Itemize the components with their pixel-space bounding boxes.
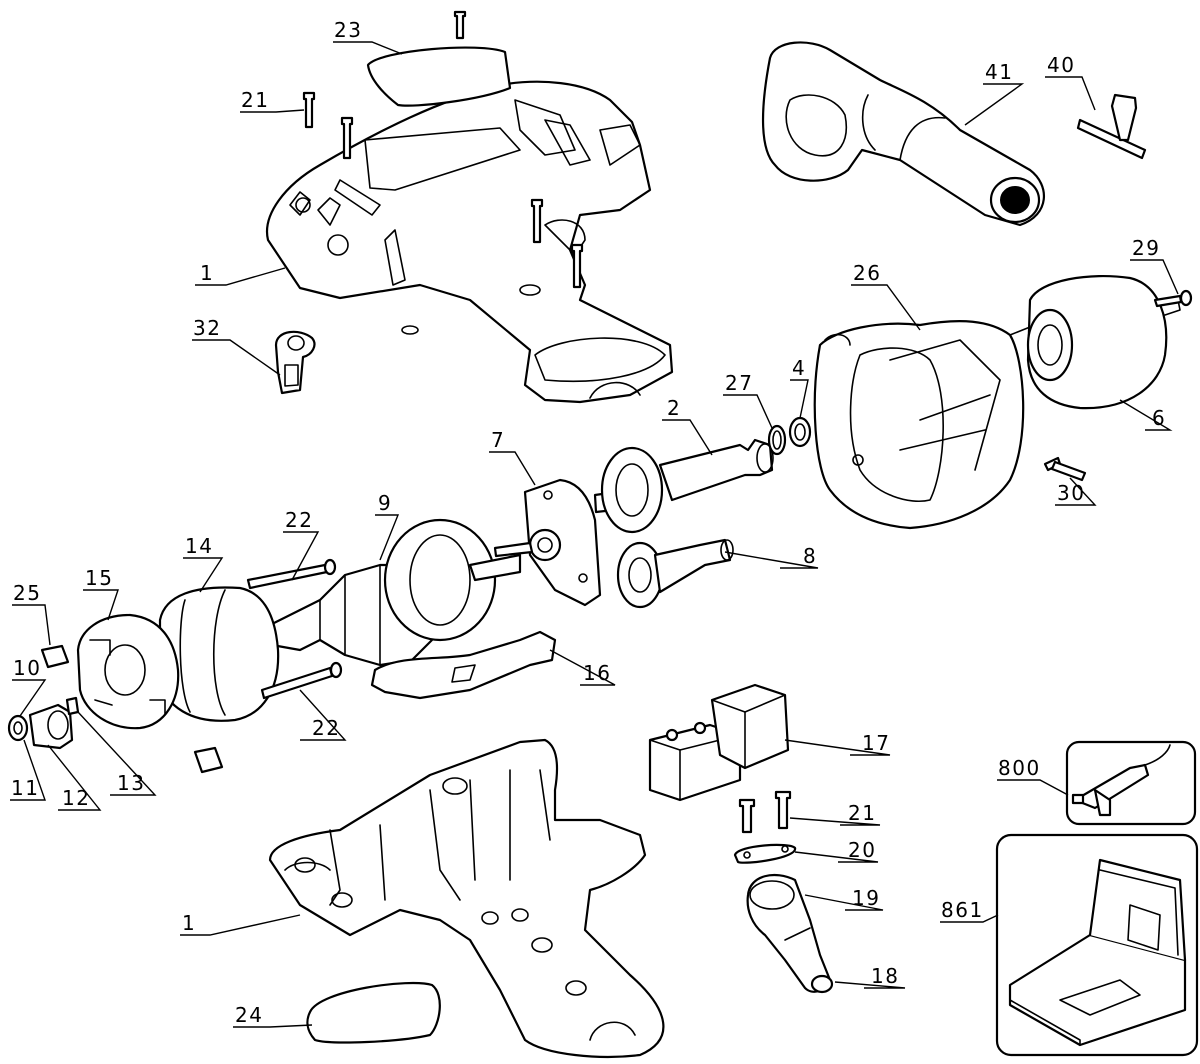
callout-19: 19 <box>852 886 880 910</box>
callout-9: 9 <box>378 491 392 515</box>
callout-22-lower: 22 <box>312 716 340 740</box>
callout-11: 11 <box>11 776 39 800</box>
callout-2: 2 <box>667 396 681 420</box>
callout-7: 7 <box>491 428 505 452</box>
callout-30: 30 <box>1057 481 1085 505</box>
trigger-part <box>746 873 834 994</box>
washer-part <box>788 416 812 448</box>
callout-25: 25 <box>13 581 41 605</box>
long-screws <box>246 558 343 700</box>
clip-spring-part <box>370 630 557 700</box>
chuck-key-part <box>1076 93 1147 160</box>
callout-18: 18 <box>871 964 899 988</box>
armature-part <box>268 518 522 667</box>
callout-40: 40 <box>1047 53 1075 77</box>
upper-housing-part <box>265 80 674 404</box>
end-bearing-parts <box>7 696 80 750</box>
switch-part <box>648 683 790 802</box>
callout-17: 17 <box>862 731 890 755</box>
carrying-case-box <box>995 833 1199 1057</box>
callout-27: 27 <box>725 371 753 395</box>
link-plate-part <box>733 843 797 864</box>
callout-1-lower: 1 <box>182 911 196 935</box>
chuck-screw-part <box>1153 289 1193 308</box>
callout-32: 32 <box>193 316 221 340</box>
side-handle-part <box>761 41 1045 227</box>
switch-screws <box>738 790 792 834</box>
callout-14: 14 <box>185 534 213 558</box>
callout-20: 20 <box>848 838 876 862</box>
brush-holder-part <box>76 613 180 730</box>
housing-screws <box>302 10 584 289</box>
callout-23: 23 <box>334 18 362 42</box>
callout-22: 22 <box>285 508 313 532</box>
callout-26: 26 <box>853 261 881 285</box>
callout-21: 21 <box>241 88 269 112</box>
callout-16: 16 <box>583 661 611 685</box>
chuck-part <box>1026 275 1181 410</box>
callout-800: 800 <box>998 756 1041 780</box>
brush-blocks <box>40 644 224 774</box>
callout-24: 24 <box>235 1003 263 1027</box>
intermediate-gear-part <box>616 538 734 609</box>
leader-lines <box>10 41 1179 1028</box>
gear-case-part <box>813 320 1046 530</box>
callout-41: 41 <box>985 60 1013 84</box>
callout-12: 12 <box>62 786 90 810</box>
gear-plate-part <box>493 478 602 607</box>
callout-8: 8 <box>803 544 817 568</box>
stator-part <box>158 586 280 722</box>
callout-6: 6 <box>1152 406 1166 430</box>
callout-1: 1 <box>200 261 214 285</box>
callout-29: 29 <box>1132 236 1160 260</box>
gear-case-screw-part <box>1043 456 1087 482</box>
callout-labels: 23 21 1 32 41 40 29 26 27 4 2 6 7 30 22 … <box>11 18 1166 1027</box>
callout-861: 861 <box>941 898 984 922</box>
callout-21-lower: 21 <box>848 801 876 825</box>
spindle-part <box>593 438 774 534</box>
callout-4: 4 <box>792 356 806 380</box>
label-plate-part <box>366 46 512 107</box>
battery-accessory-box <box>1065 740 1197 826</box>
lower-housing-part <box>268 738 665 1058</box>
callout-10: 10 <box>13 656 41 680</box>
bottom-label-part <box>306 981 441 1044</box>
clip-part <box>274 330 316 395</box>
retaining-ring-part <box>767 424 787 456</box>
callout-13: 13 <box>117 771 145 795</box>
callout-15: 15 <box>85 566 113 590</box>
